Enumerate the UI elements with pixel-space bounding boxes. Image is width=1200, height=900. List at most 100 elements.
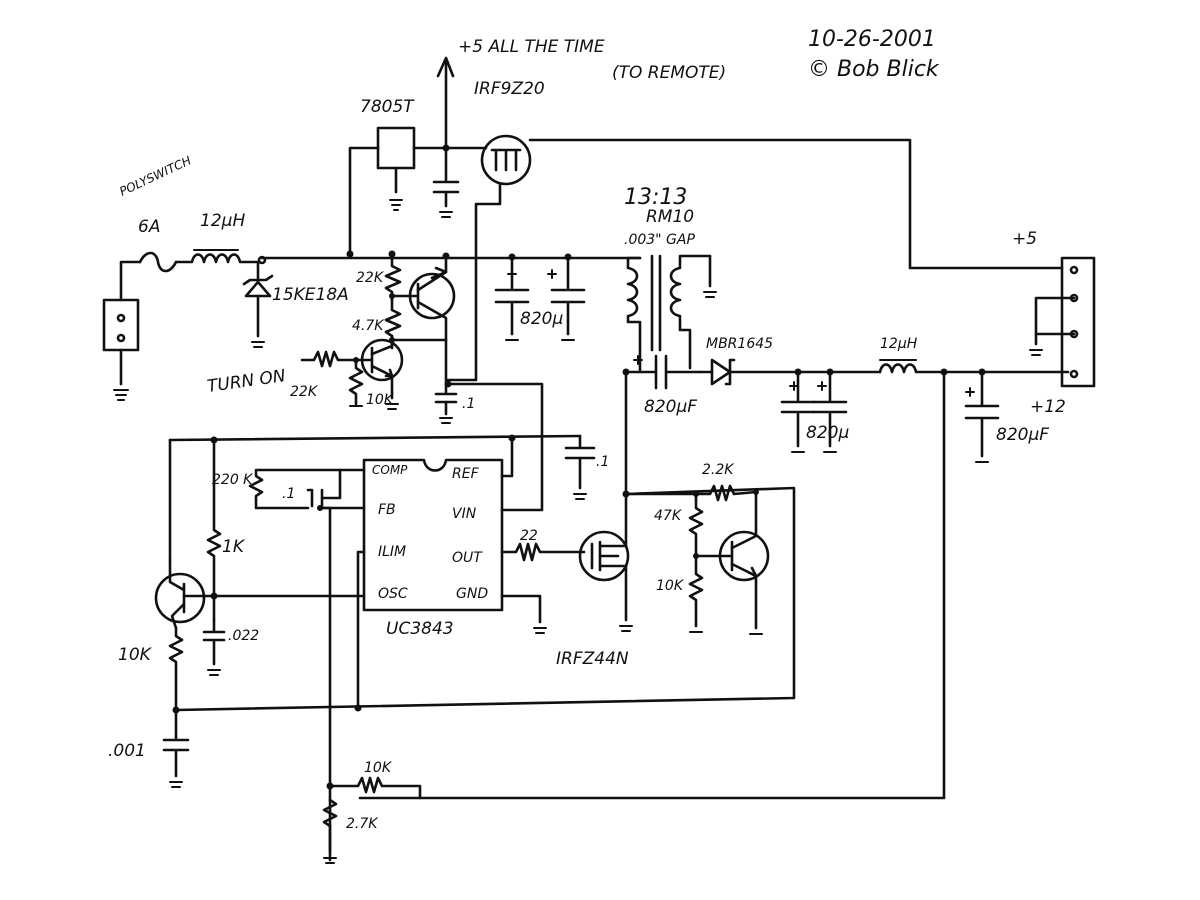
resistor-10k-feedback (328, 776, 422, 800)
resistor-22k-input (300, 350, 366, 368)
pin-comp: COMP (372, 463, 408, 477)
cap-01-c-label: .1 (282, 486, 295, 502)
r10k-base-label: 10K (366, 392, 395, 408)
controller-ic-uc3843 (362, 458, 504, 612)
xfmr-ratio-label: 13:13 (624, 185, 687, 210)
cap-820-coupling-label: 820µF (644, 397, 697, 417)
npn-transistor-sense (694, 490, 770, 635)
fuse-rating-label: 6A (138, 217, 160, 237)
cap-001-label: .001 (108, 741, 146, 761)
gnd-pin-wire (500, 594, 542, 624)
resistor-22-gate (500, 542, 586, 562)
xfmr-core-label: RM10 (646, 207, 694, 227)
resistor-22k-top (384, 254, 402, 302)
r10k-fb-label: 10K (364, 760, 393, 776)
diode-label: MBR1645 (706, 336, 773, 352)
cap-01-b-label: .1 (596, 454, 609, 470)
resistor-47k-right (688, 492, 704, 558)
ref-pin-wire (500, 436, 514, 478)
cap-022-label: .022 (228, 628, 259, 644)
r2-2k-label: 2.2K (702, 462, 735, 478)
resistor-1k (206, 438, 222, 622)
regulator-label: 7805T (360, 97, 415, 117)
resistor-2.2k (624, 484, 758, 502)
r2-7k-label: 2.7K (346, 816, 379, 832)
r1k-label: 1K (222, 537, 246, 557)
resistor-10k-left (168, 626, 184, 712)
cap-820-out2-label: 820µF (996, 425, 1049, 445)
resistor-10k-right (688, 554, 704, 633)
pin-fb: FB (378, 502, 396, 518)
ic-ground (533, 627, 547, 634)
npn-transistor-turn-on (360, 334, 404, 410)
resistor-2.7k (322, 798, 338, 864)
input-inductor-label: 12µH (200, 211, 245, 231)
capacitor-0.022 (202, 618, 226, 676)
capacitor-0.001 (162, 708, 190, 788)
pfet-label: IRF9Z20 (474, 79, 545, 99)
reference-rail (168, 434, 582, 442)
output-inductor (878, 359, 1070, 374)
note-5v-always: +5 ALL THE TIME (458, 37, 605, 57)
polyswitch-fuse (138, 251, 178, 273)
capacitor-0.1-a (434, 382, 458, 424)
regulator-7805t (348, 126, 448, 254)
paper-sheet (88, 14, 1120, 884)
output-capacitors-820u (780, 370, 848, 453)
pin-ilim: ILIM (378, 544, 406, 560)
r47k-left-label: 4.7K (352, 318, 385, 334)
input-capacitors-820u (494, 256, 586, 341)
input-inductor (174, 249, 260, 264)
schottky-diode-mbr1645 (698, 358, 882, 386)
r220k-label: 220 K (212, 472, 254, 488)
cap-820-out1-label: 820µ (806, 423, 849, 443)
output-capacitor-820uf-12v (964, 370, 1000, 463)
transformer-rm10 (626, 254, 717, 372)
note-to-remote: (TO REMOTE) (612, 63, 726, 83)
ilim-wire (356, 550, 366, 710)
polyswitch-label: POLYSWITCH (117, 153, 193, 198)
plus12-label: +12 (1030, 397, 1066, 417)
r10k-left-label: 10K (118, 645, 153, 665)
output-connector (1029, 256, 1096, 388)
pin-vin: VIN (452, 506, 477, 522)
tvs-diode (242, 260, 274, 348)
pin-gnd: GND (456, 586, 488, 602)
regulator-output-capacitor (432, 146, 460, 218)
r22k-input-label: 22K (290, 384, 319, 400)
cap-01-a-label: .1 (462, 396, 475, 412)
r47k-right-label: 47K (654, 508, 683, 524)
pnp-transistor (390, 254, 456, 386)
feedback-wire-12v (358, 370, 946, 800)
turn-on-label: TURN ON (206, 366, 287, 397)
fb-divider-wire (318, 506, 332, 862)
r22k-top-label: 22K (356, 270, 385, 286)
r22-gate-label: 22 (520, 528, 538, 544)
input-connector (102, 260, 142, 401)
vin-supply-wire (446, 382, 544, 512)
cap-820-input-label: 820µ (520, 309, 563, 329)
capacitor-0.1-b (564, 434, 596, 500)
nfet-irfz44n (578, 370, 633, 632)
pfet-irf9z20 (444, 134, 1064, 382)
drawing-date: 10-26-2001 (808, 27, 936, 52)
current-sense-loop (174, 486, 796, 712)
tvs-label: 15KE18A (272, 285, 349, 305)
output-inductor-label: 12µH (880, 336, 918, 352)
xfmr-gap-label: .003" GAP (624, 232, 695, 248)
plus5-label: +5 (1012, 229, 1037, 249)
pin-osc: OSC (378, 586, 408, 602)
author-credit: © Bob Blick (808, 57, 940, 82)
resistor-10k-base (348, 358, 364, 407)
output-5v-always-arrow (436, 56, 455, 152)
comp-fb-network (248, 468, 366, 510)
nfet-label: IRFZ44N (556, 649, 629, 669)
npn-transistor-osc (154, 558, 366, 630)
pin-out: OUT (452, 550, 483, 566)
r10k-right-label: 10K (656, 578, 685, 594)
ic-label: UC3843 (386, 619, 454, 639)
coupling-capacitor-820uf (624, 354, 702, 390)
pin-ref: REF (452, 466, 480, 482)
